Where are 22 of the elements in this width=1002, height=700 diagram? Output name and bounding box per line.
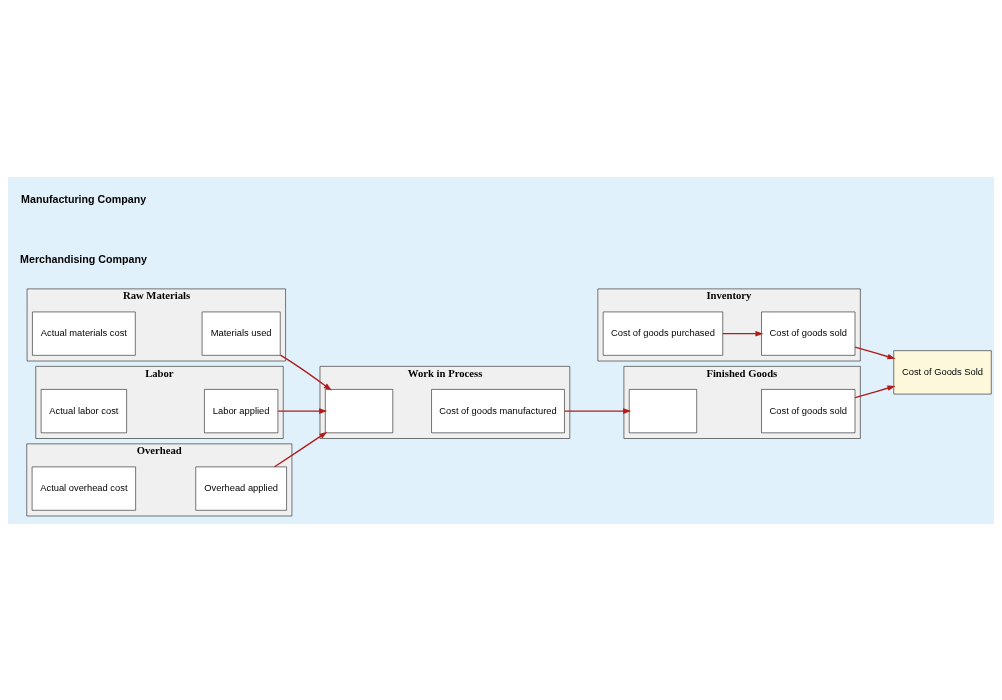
arrow	[563, 407, 632, 414]
arrow	[854, 384, 896, 398]
node-box: Materials used	[201, 311, 281, 356]
arrow	[277, 407, 328, 414]
arrow	[854, 345, 896, 359]
node-box	[628, 388, 698, 433]
node-box: Cost of goods manufactured	[431, 388, 565, 433]
node-box: Labor applied	[204, 388, 279, 433]
node-box: Actual overhead cost	[31, 466, 136, 511]
label: Merchandising Company	[20, 252, 147, 265]
node-box: Actual materials cost	[32, 311, 136, 356]
node-box: Cost of goods purchased	[602, 311, 724, 356]
node-box: Actual labor cost	[40, 388, 127, 433]
label: Manufacturing Company	[21, 192, 147, 205]
node-box: Overhead applied	[195, 466, 287, 511]
node-box: Cost of Goods Sold	[893, 349, 992, 394]
node-box: Cost of goods sold	[761, 311, 856, 356]
node-box	[325, 388, 394, 433]
arrow	[279, 354, 332, 390]
arrow	[273, 431, 328, 467]
node-box: Cost of goods sold	[761, 388, 856, 433]
arrow	[722, 330, 764, 336]
